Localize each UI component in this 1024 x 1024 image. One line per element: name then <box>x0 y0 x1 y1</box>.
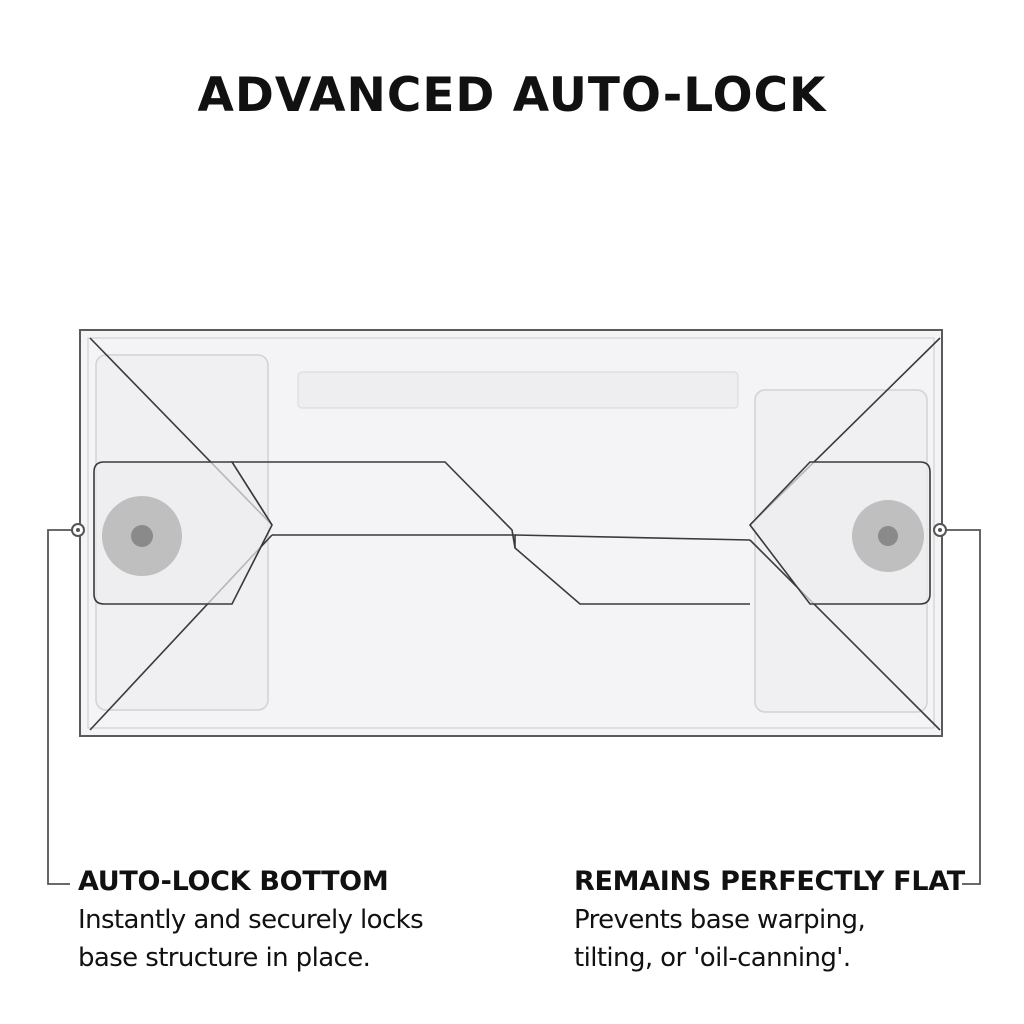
page-title: ADVANCED AUTO-LOCK <box>197 68 827 123</box>
callout-line: Prevents base warping, <box>574 905 866 935</box>
top-strip <box>297 371 739 409</box>
callout-heading: AUTO-LOCK BOTTOM <box>78 866 389 897</box>
callout-description: Prevents base warping, tilting, or 'oil-… <box>574 901 965 977</box>
callout-line: base structure in place. <box>78 943 371 973</box>
right-lock-disc-center <box>878 526 898 546</box>
lock-tab-right <box>514 534 751 541</box>
fold-line-right-bottom <box>749 539 941 731</box>
left-callout-leader <box>47 529 72 885</box>
callout-description: Instantly and securely locks base struct… <box>78 901 424 977</box>
callout-remains-flat: REMAINS PERFECTLY FLAT Prevents base war… <box>574 866 965 977</box>
callout-line: tilting, or 'oil-canning'. <box>574 943 851 973</box>
callout-heading: REMAINS PERFECTLY FLAT <box>574 866 965 897</box>
right-callout-leader <box>946 529 981 885</box>
callout-line: Instantly and securely locks <box>78 905 424 935</box>
left-lock-disc-center <box>131 525 153 547</box>
callout-auto-lock-bottom: AUTO-LOCK BOTTOM Instantly and securely … <box>78 866 424 977</box>
